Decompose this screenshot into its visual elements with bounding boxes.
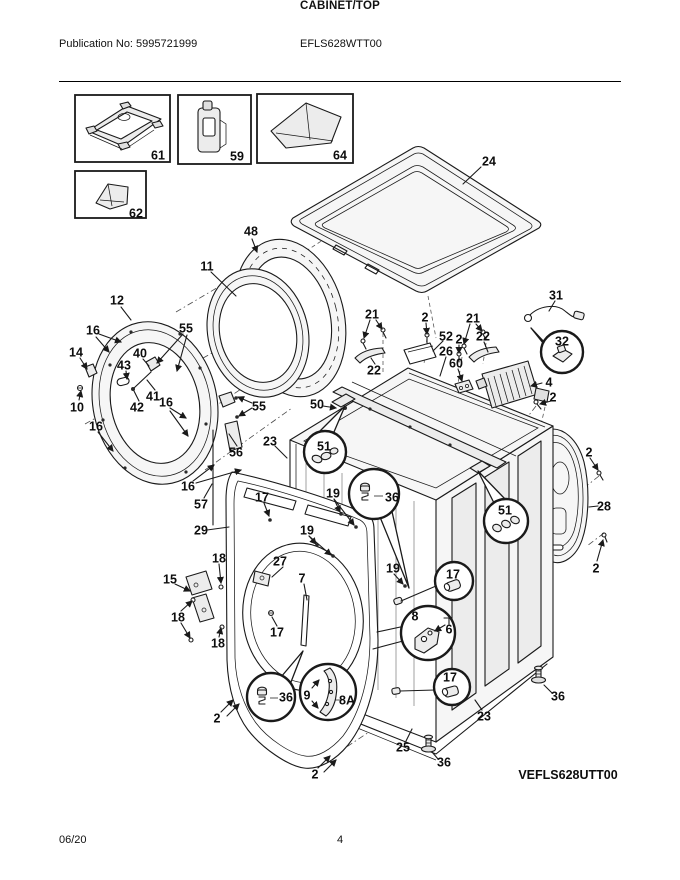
part-label-29: 29 <box>194 524 208 538</box>
part-label-16: 16 <box>159 396 173 410</box>
part-label-18: 18 <box>211 637 225 651</box>
part-label-57: 57 <box>194 498 208 512</box>
part-label-23: 23 <box>263 435 277 449</box>
part-label-28: 28 <box>597 500 611 514</box>
part-label-32: 32 <box>555 335 569 349</box>
part-label-31: 31 <box>549 289 563 303</box>
part-label-2: 2 <box>422 311 429 325</box>
part-label-2: 2 <box>550 391 557 405</box>
part-label-36: 36 <box>279 691 293 705</box>
part-label-6: 6 <box>446 623 453 637</box>
page-title: CABINET/TOP <box>300 0 380 12</box>
part-label-16: 16 <box>181 480 195 494</box>
part-label-64: 64 <box>333 149 347 163</box>
part-label-2: 2 <box>586 446 593 460</box>
part-label-17: 17 <box>446 568 460 582</box>
part-label-11: 11 <box>200 260 213 274</box>
part-label-36: 36 <box>437 756 451 770</box>
part-label-26: 26 <box>439 345 453 359</box>
door-frame <box>76 321 243 526</box>
part-label-22: 22 <box>476 330 490 344</box>
part-label-61: 61 <box>151 149 165 163</box>
part-label-27: 27 <box>273 555 287 569</box>
model-number: EFLS628WTT00 <box>300 38 382 50</box>
part-label-2: 2 <box>312 768 319 782</box>
part-label-19: 19 <box>386 562 400 576</box>
part-label-8A: 8A <box>339 694 355 708</box>
part-label-21: 21 <box>466 312 480 326</box>
inset-box-62 <box>74 170 147 219</box>
part-label-36: 36 <box>551 690 565 704</box>
part-label-48: 48 <box>244 225 258 239</box>
part-label-4: 4 <box>546 376 553 390</box>
part-label-52: 52 <box>439 330 453 344</box>
part-label-62: 62 <box>129 207 143 221</box>
part-label-17: 17 <box>443 671 457 685</box>
inset-box-59 <box>177 94 252 165</box>
callouts <box>245 327 585 723</box>
inset-box-61 <box>74 94 171 163</box>
part-label-10: 10 <box>70 401 84 415</box>
revision-date: 06/20 <box>59 834 87 846</box>
part-label-16: 16 <box>86 324 100 338</box>
part-label-22: 22 <box>367 364 381 378</box>
part-label-12: 12 <box>110 294 124 308</box>
part-label-21: 21 <box>365 308 379 322</box>
part-label-2: 2 <box>593 562 600 576</box>
page-number: 4 <box>336 834 344 846</box>
part-label-60: 60 <box>449 357 463 371</box>
part-label-19: 19 <box>326 487 340 501</box>
part-label-50: 50 <box>310 398 324 412</box>
part-label-17: 17 <box>270 626 284 640</box>
part-label-8: 8 <box>412 610 419 624</box>
door-inner-ring <box>206 268 310 398</box>
part-label-56: 56 <box>229 446 243 460</box>
part-label-16: 16 <box>89 420 103 434</box>
leader-lines <box>76 166 605 773</box>
part-label-19: 19 <box>300 524 314 538</box>
part-label-15: 15 <box>163 573 177 587</box>
inset-box-64 <box>256 93 354 164</box>
top-panel <box>290 145 542 294</box>
part-label-25: 25 <box>396 741 410 755</box>
part-label-41: 41 <box>146 390 160 404</box>
part-label-2: 2 <box>456 333 463 347</box>
part-label-40: 40 <box>133 347 147 361</box>
part-label-36: 36 <box>385 491 399 505</box>
part-label-2: 2 <box>214 712 221 726</box>
part-label-24: 24 <box>482 155 496 169</box>
part-label-51: 51 <box>498 504 512 518</box>
part-label-43: 43 <box>117 359 131 373</box>
part-label-42: 42 <box>130 401 144 415</box>
publication-number: Publication No: 5995721999 <box>59 38 198 50</box>
part-label-18: 18 <box>171 611 185 625</box>
part-label-59: 59 <box>230 150 244 164</box>
part-label-7: 7 <box>299 572 306 586</box>
part-label-9: 9 <box>304 689 311 703</box>
header-divider <box>59 81 621 82</box>
part-label-18: 18 <box>212 552 226 566</box>
diagram-watermark: VEFLS628UTT00 <box>518 768 617 782</box>
part-label-51: 51 <box>317 440 331 454</box>
part-label-55: 55 <box>252 400 266 414</box>
part-label-14: 14 <box>69 346 83 360</box>
part-label-23: 23 <box>477 710 491 724</box>
part-label-55: 55 <box>179 322 193 336</box>
part-label-17: 17 <box>255 491 269 505</box>
